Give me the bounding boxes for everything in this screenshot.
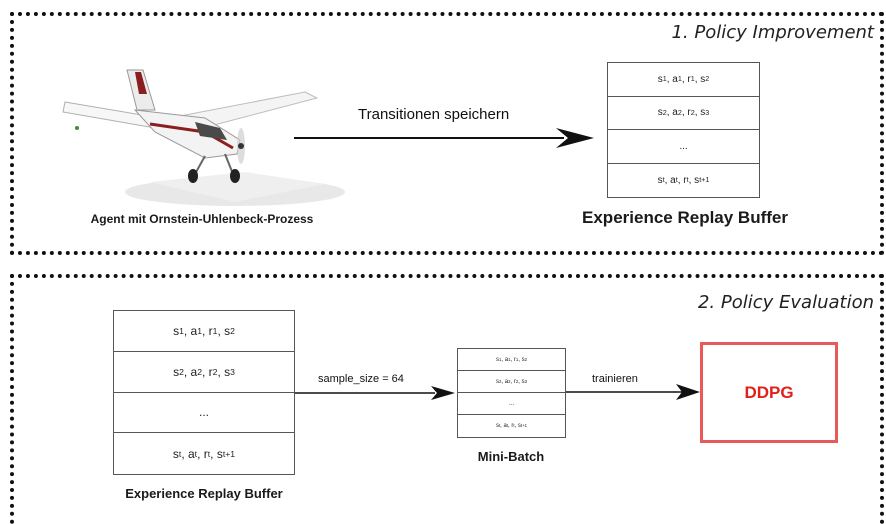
replay-buffer-top-row: ... bbox=[608, 130, 759, 164]
train-label: trainieren bbox=[592, 373, 638, 385]
store-transitions-arrow bbox=[294, 128, 594, 148]
sample-arrow bbox=[295, 386, 455, 400]
policy-improvement-title: 1. Policy Improvement bbox=[671, 22, 874, 43]
replay-buffer-top-title: Experience Replay Buffer bbox=[582, 208, 788, 227]
policy-improvement-panel: 1. Policy Improvement bbox=[10, 12, 884, 255]
ddpg-label: DDPG bbox=[744, 382, 794, 402]
sample-size-label: sample_size = 64 bbox=[318, 373, 404, 385]
airplane-icon bbox=[62, 69, 345, 206]
store-transitions-label: Transitionen speichern bbox=[358, 106, 510, 123]
policy-evaluation-title: 2. Policy Evaluation bbox=[697, 292, 874, 313]
ddpg-box: DDPG bbox=[700, 342, 838, 443]
train-arrow bbox=[566, 384, 700, 400]
replay-buffer-bottom-title: Experience Replay Buffer bbox=[125, 486, 283, 501]
replay-buffer-bottom-row: ... bbox=[114, 393, 294, 434]
mini-batch-row: ... bbox=[458, 393, 565, 415]
agent-label: Agent mit Ornstein-Uhlenbeck-Prozess bbox=[90, 212, 314, 226]
mini-batch-title: Mini-Batch bbox=[477, 449, 545, 464]
policy-evaluation-panel: 2. Policy Evaluation bbox=[10, 274, 884, 524]
